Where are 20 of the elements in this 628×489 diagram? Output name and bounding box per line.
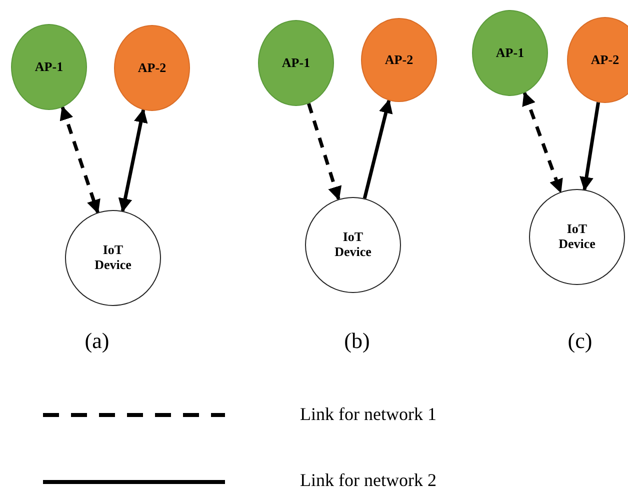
legend-text: Link for network 2 <box>300 470 436 489</box>
node-label: IoT Device <box>558 222 596 252</box>
arrow <box>307 103 342 201</box>
arrow <box>362 99 393 199</box>
node-label: AP-1 <box>34 60 64 74</box>
node-label: IoT Device <box>334 230 372 260</box>
node-label: IoT Device <box>94 243 132 273</box>
node-label: AP-1 <box>496 46 524 60</box>
panel-caption: (c) <box>568 328 592 354</box>
legend-text: Link for network 1 <box>300 404 436 425</box>
node-label: AP-2 <box>138 60 166 76</box>
arrow <box>522 91 563 194</box>
node-label: AP-1 <box>282 56 310 70</box>
arrow <box>580 102 600 191</box>
node-label: AP-2 <box>590 52 620 68</box>
arrow <box>60 106 100 214</box>
arrow <box>118 108 148 212</box>
panel-caption: (b) <box>344 328 370 354</box>
panel-caption: (a) <box>84 328 110 354</box>
node-label: AP-2 <box>384 52 414 68</box>
